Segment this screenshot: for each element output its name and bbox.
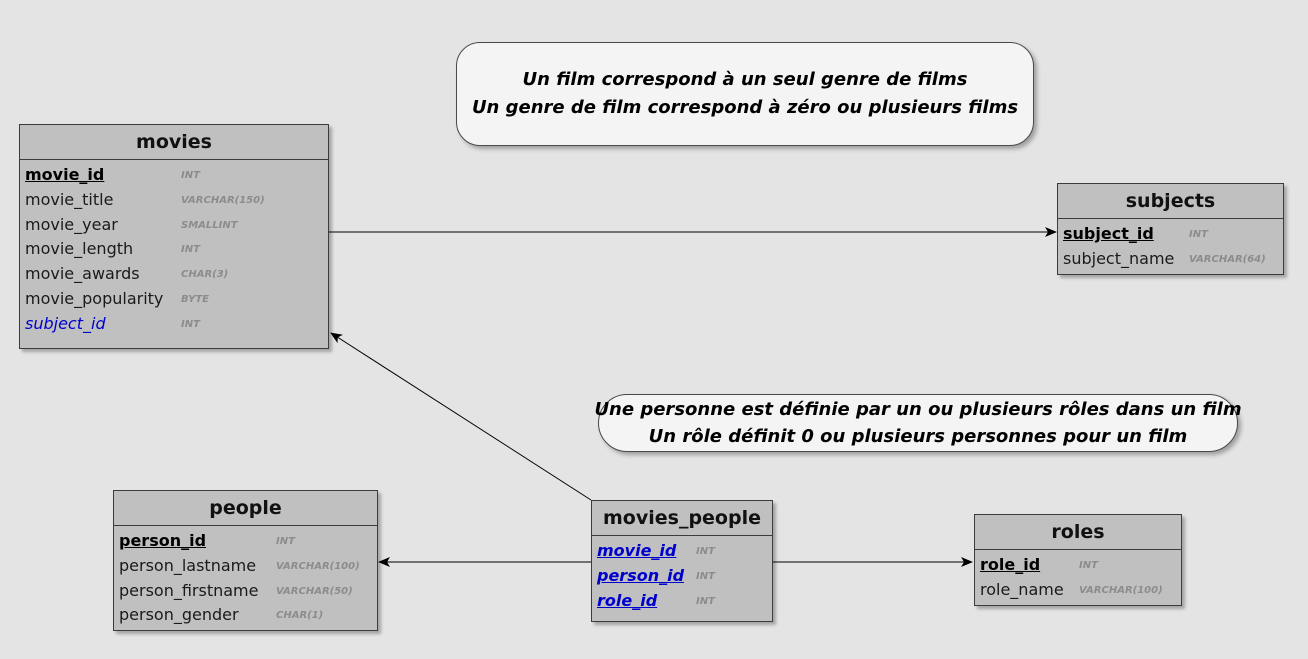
note-movie-subject: Un film correspond à un seul genre de fi…	[456, 42, 1034, 146]
table-roles[interactable]: roles role_id INT role_name VARCHAR(100)	[974, 514, 1182, 606]
field-name: subject_id	[1063, 224, 1154, 243]
field-row[interactable]: subject_id INT	[20, 312, 328, 337]
table-title: people	[114, 491, 377, 526]
field-row[interactable]: movie_id INT	[20, 163, 328, 188]
field-name: movie_id	[597, 541, 677, 560]
table-title: roles	[975, 515, 1181, 550]
note-line: Un film correspond à un seul genre de fi…	[522, 69, 968, 90]
field-row[interactable]: movie_length INT	[20, 237, 328, 262]
field-type: SMALLINT	[181, 219, 238, 231]
field-name: movie_awards	[25, 264, 140, 284]
field-type: INT	[1189, 229, 1208, 240]
field-type: VARCHAR(64)	[1189, 253, 1266, 265]
field-name: role_id	[980, 555, 1041, 574]
field-row[interactable]: movie_id INT	[592, 539, 772, 564]
field-type: INT	[696, 595, 715, 607]
field-row[interactable]: role_name VARCHAR(100)	[975, 578, 1181, 603]
field-name: subject_name	[1063, 248, 1175, 268]
note-line: Un rôle définit 0 ou plusieurs personnes…	[648, 426, 1188, 447]
field-type: BYTE	[181, 293, 209, 305]
field-list: subject_id INT subject_name VARCHAR(64)	[1058, 219, 1283, 272]
field-type: INT	[181, 244, 200, 256]
field-name: movie_title	[25, 189, 114, 209]
field-row[interactable]: person_lastname VARCHAR(100)	[114, 554, 377, 579]
field-row[interactable]: person_id INT	[114, 529, 377, 554]
field-row[interactable]: person_id INT	[592, 564, 772, 589]
field-type: INT	[696, 570, 715, 582]
field-name: role_id	[597, 590, 658, 610]
relation-movies-people-movies	[330, 332, 592, 501]
field-type: INT	[276, 536, 295, 547]
field-type: INT	[696, 546, 715, 557]
table-title: movies_people	[592, 501, 772, 536]
field-row[interactable]: person_gender CHAR(1)	[114, 603, 377, 628]
field-name: person_id	[119, 531, 207, 550]
field-name: person_lastname	[119, 555, 257, 575]
note-person-role: Une personne est définie par un ou plusi…	[594, 394, 1242, 452]
field-row[interactable]: movie_year SMALLINT	[20, 213, 328, 238]
field-type: INT	[1079, 560, 1098, 571]
field-row[interactable]: subject_id INT	[1058, 222, 1283, 247]
field-type: VARCHAR(50)	[276, 585, 353, 597]
field-name: role_name	[980, 579, 1064, 599]
field-row[interactable]: movie_awards CHAR(3)	[20, 262, 328, 287]
field-list: role_id INT role_name VARCHAR(100)	[975, 550, 1181, 603]
table-subjects[interactable]: subjects subject_id INT subject_name VARCHA…	[1057, 183, 1284, 275]
field-name: movie_popularity	[25, 288, 164, 308]
field-row[interactable]: role_id INT	[975, 553, 1181, 578]
note-line: Une personne est définie par un ou plusi…	[594, 399, 1242, 420]
field-row[interactable]: role_id INT	[592, 589, 772, 614]
field-type: VARCHAR(100)	[276, 560, 360, 572]
field-row[interactable]: person_firstname VARCHAR(50)	[114, 579, 377, 604]
field-type: INT	[181, 170, 200, 181]
field-row[interactable]: subject_name VARCHAR(64)	[1058, 247, 1283, 272]
field-name: person_id	[597, 565, 685, 585]
field-type: INT	[181, 318, 200, 330]
field-name: movie_id	[25, 165, 105, 184]
field-name: person_gender	[119, 605, 239, 625]
field-type: CHAR(1)	[276, 610, 324, 622]
field-type: CHAR(3)	[181, 269, 229, 281]
field-row[interactable]: movie_popularity BYTE	[20, 287, 328, 312]
field-name: movie_length	[25, 239, 134, 259]
table-title: subjects	[1058, 184, 1283, 219]
field-type: VARCHAR(100)	[1079, 584, 1163, 596]
field-row[interactable]: movie_title VARCHAR(150)	[20, 188, 328, 213]
field-name: movie_year	[25, 214, 118, 234]
field-name: subject_id	[25, 313, 106, 333]
field-type: VARCHAR(150)	[181, 194, 265, 206]
field-name: person_firstname	[119, 580, 259, 600]
table-title: movies	[20, 125, 328, 160]
note-line: Un genre de film correspond à zéro ou pl…	[471, 97, 1019, 118]
